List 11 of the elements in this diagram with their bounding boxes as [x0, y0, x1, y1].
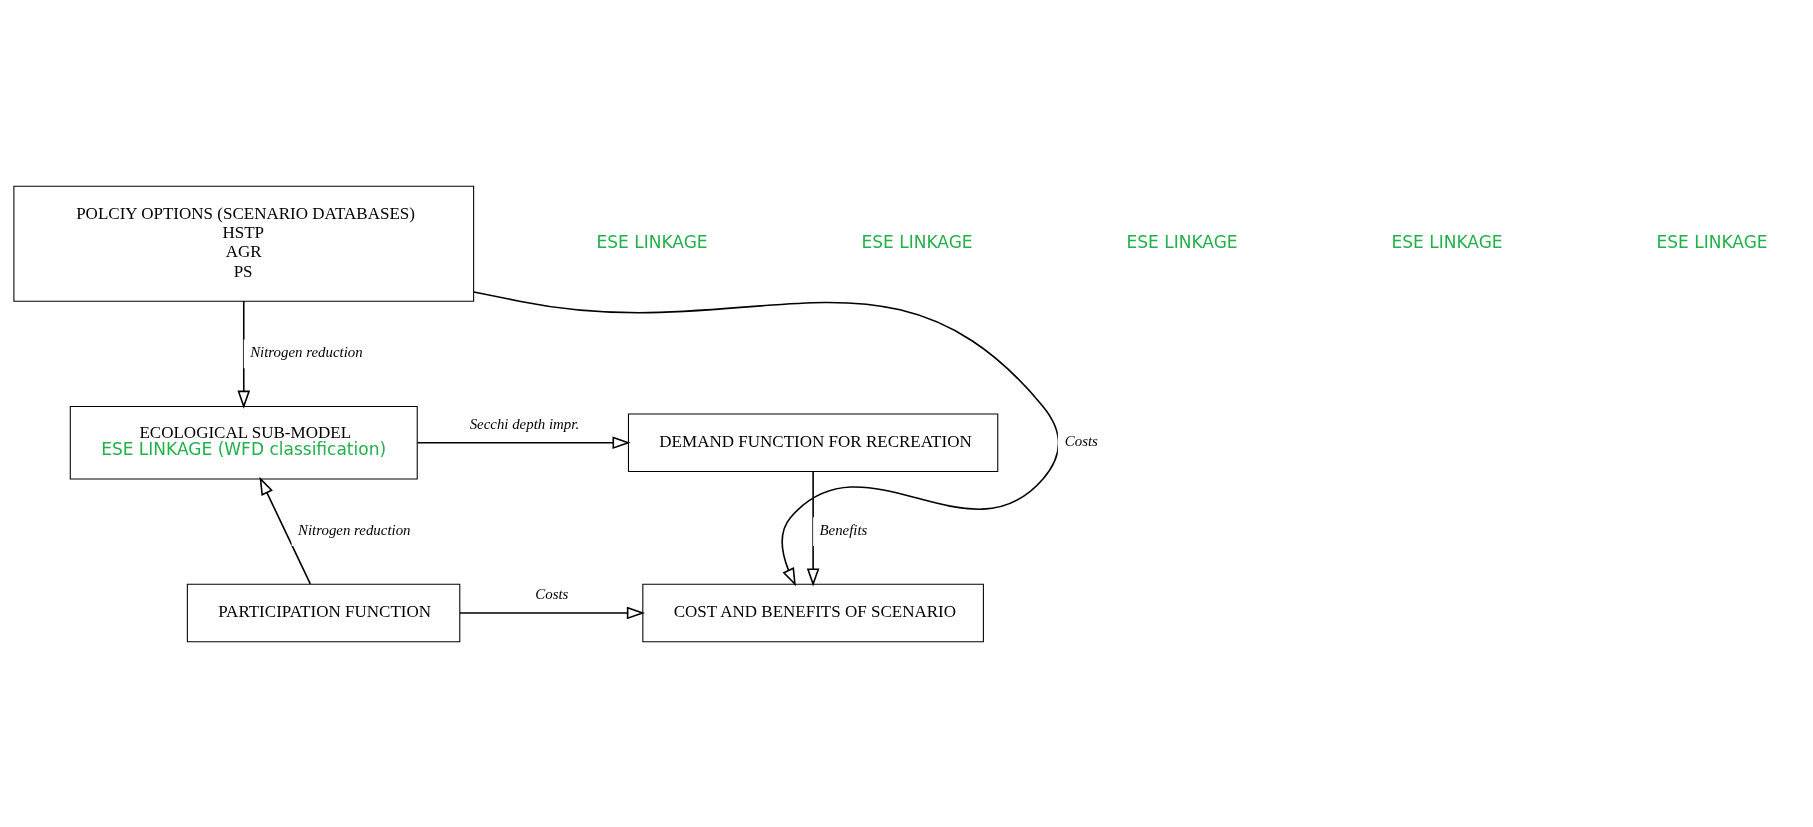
label: ESE LINKAGE [1656, 231, 1768, 252]
label: ESE LINKAGE [1391, 231, 1503, 252]
label: ESE LINKAGE [1126, 231, 1238, 252]
label: ESE LINKAGE [596, 231, 708, 252]
label: ESE LINKAGE [861, 231, 973, 252]
edge-label: Nitrogen reduction [250, 343, 363, 360]
edge-label: Secchi depth impr. [469, 415, 580, 432]
edge-label: Benefits [819, 521, 868, 538]
edge-label: Costs [1064, 432, 1098, 449]
edge-label: Nitrogen reduction [298, 521, 411, 538]
edge-label: Costs [535, 585, 569, 602]
